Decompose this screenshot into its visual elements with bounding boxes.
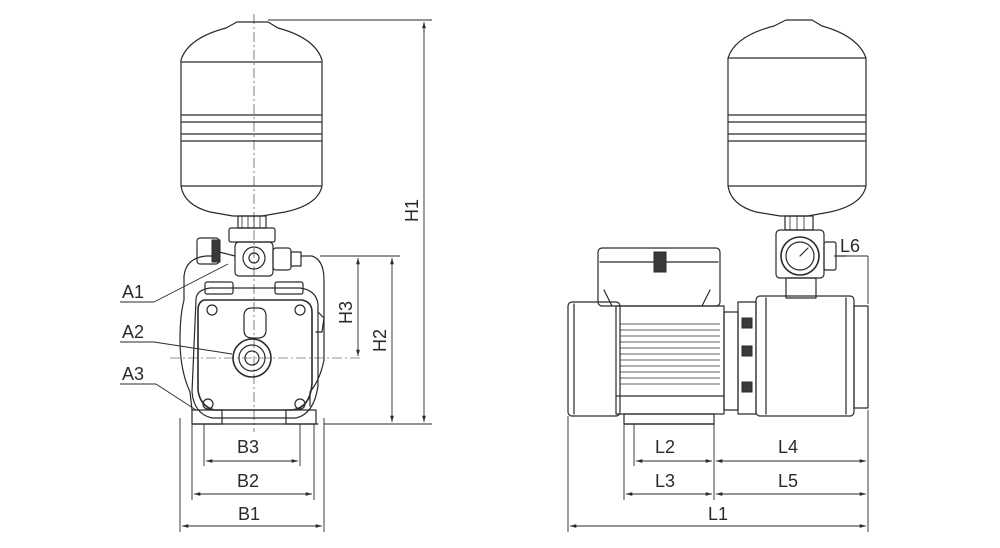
side-motor xyxy=(567,247,725,425)
label-h3: H3 xyxy=(336,301,356,324)
motor-fins xyxy=(620,323,720,385)
front-view: A1 A2 A3 H1 H2 H3 B3 B2 B1 xyxy=(120,14,432,532)
side-fittings xyxy=(775,215,847,299)
label-a3: A3 xyxy=(122,364,144,384)
side-view: L6 L2 L4 L3 L5 L1 xyxy=(567,19,869,532)
side-pump-body xyxy=(723,295,869,417)
front-pump-casing xyxy=(179,255,325,425)
front-fittings xyxy=(196,215,302,277)
side-l6-dimension xyxy=(834,255,869,304)
side-horizontal-dimensions xyxy=(567,410,869,532)
label-l3: L3 xyxy=(655,471,675,491)
label-a1: A1 xyxy=(122,282,144,302)
front-leaders xyxy=(120,263,233,411)
label-h2: H2 xyxy=(370,329,390,352)
label-l6: L6 xyxy=(840,236,860,256)
label-b2: B2 xyxy=(237,471,259,491)
front-pressure-tank xyxy=(180,21,323,217)
label-l4: L4 xyxy=(778,437,798,457)
label-b3: B3 xyxy=(237,437,259,457)
front-vertical-dimensions xyxy=(268,19,432,425)
front-horizontal-dimensions xyxy=(179,418,325,532)
label-h1: H1 xyxy=(402,199,422,222)
label-b1: B1 xyxy=(238,504,260,524)
side-pressure-tank xyxy=(727,19,867,217)
label-l1: L1 xyxy=(708,504,728,524)
label-l5: L5 xyxy=(778,471,798,491)
label-a2: A2 xyxy=(122,322,144,342)
label-l2: L2 xyxy=(655,437,675,457)
